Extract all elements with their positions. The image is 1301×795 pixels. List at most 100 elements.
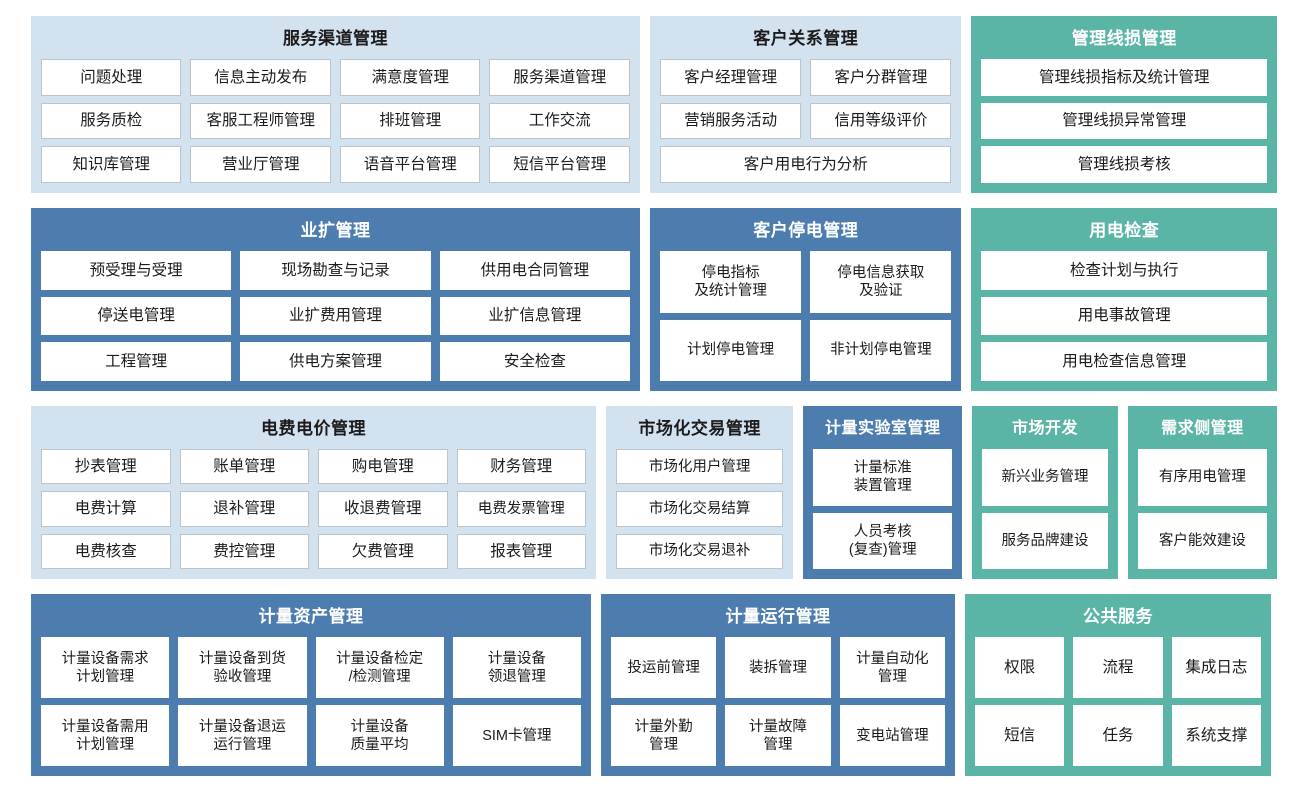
cell-item[interactable]: 用电事故管理 <box>981 296 1267 336</box>
cell-item[interactable]: 权限 <box>975 637 1065 698</box>
cell-item[interactable]: 非计划停电管理 <box>810 319 952 381</box>
cell-item[interactable]: 报表管理 <box>456 533 587 569</box>
cell-item[interactable]: 短信 <box>975 705 1065 766</box>
cell-item[interactable]: 有序用电管理 <box>1137 449 1267 506</box>
panel-title: 管理线损管理 <box>1071 29 1177 48</box>
cell-item[interactable]: 服务渠道管理 <box>489 59 630 96</box>
panel-title: 计量资产管理 <box>258 607 364 626</box>
cell-item[interactable]: 退补管理 <box>179 491 310 527</box>
panel-cell-grid: 客户经理管理 客户分群管理 营销服务活动 信用等级评价 客户用电行为分析 <box>659 59 952 183</box>
panel-metering-asset-management[interactable]: 计量资产管理 计量设备需求 计划管理 计量设备到货 验收管理 计量设备检定 /检… <box>31 594 591 776</box>
cell-item[interactable]: 市场化交易结算 <box>616 491 784 527</box>
cell-item[interactable]: 工作交流 <box>489 102 630 140</box>
panel-cell-grid: 投运前管理 装拆管理 计量自动化 管理 计量外勤 管理 计量故障 管理 变电站管… <box>611 637 945 766</box>
cell-item[interactable]: 供电方案管理 <box>240 342 431 381</box>
panel-business-expansion-management[interactable]: 业扩管理 预受理与受理 现场勘查与记录 供用电合同管理 停送电管理 业扩费用管理… <box>31 208 640 391</box>
cell-item[interactable]: 知识库管理 <box>41 146 182 183</box>
cell-item[interactable]: 业扩费用管理 <box>240 296 431 336</box>
panel-market-transaction-management[interactable]: 市场化交易管理 市场化用户管理 市场化交易结算 市场化交易退补 <box>606 406 794 579</box>
cell-item[interactable]: 计量外勤 管理 <box>611 705 717 766</box>
cell-item[interactable]: 计量故障 管理 <box>725 705 831 766</box>
cell-item[interactable]: 账单管理 <box>179 449 310 485</box>
cell-item[interactable]: 语音平台管理 <box>339 146 481 183</box>
cell-item[interactable]: 客户经理管理 <box>659 59 802 96</box>
cell-item[interactable]: 欠费管理 <box>318 533 448 569</box>
cell-item[interactable]: 信息主动发布 <box>190 59 331 96</box>
cell-item[interactable]: 计划停电管理 <box>659 319 802 381</box>
cell-item[interactable]: 计量设备退运 运行管理 <box>178 705 307 766</box>
cell-item[interactable]: 用电检查信息管理 <box>981 342 1267 381</box>
panel-electricity-fee-price-management[interactable]: 电费电价管理 抄表管理 账单管理 购电管理 财务管理 电费计算 退补管理 收退费… <box>31 406 597 579</box>
panel-customer-outage-management[interactable]: 客户停电管理 停电指标 及统计管理 停电信息获取 及验证 计划停电管理 非计划停… <box>649 208 962 391</box>
cell-item[interactable]: 任务 <box>1073 705 1163 766</box>
cell-item[interactable]: 电费发票管理 <box>456 491 587 527</box>
cell-item[interactable]: 短信平台管理 <box>489 146 630 183</box>
panel-line-loss-management[interactable]: 管理线损管理 管理线损指标及统计管理 管理线损异常管理 管理线损考核 <box>971 16 1277 193</box>
panel-customer-relationship-management[interactable]: 客户关系管理 客户经理管理 客户分群管理 营销服务活动 信用等级评价 客户用电行… <box>649 16 962 193</box>
cell-item[interactable]: 投运前管理 <box>611 637 717 698</box>
cell-item[interactable]: 新兴业务管理 <box>982 449 1108 506</box>
cell-item[interactable]: 信用等级评价 <box>810 102 952 140</box>
cell-item[interactable]: 装拆管理 <box>725 637 831 698</box>
cell-item[interactable]: 人员考核 (复查)管理 <box>813 512 953 569</box>
cell-item[interactable]: 集成日志 <box>1171 637 1261 698</box>
cell-item[interactable]: 管理线损考核 <box>981 146 1267 183</box>
cell-item[interactable]: 计量设备 领退管理 <box>452 637 581 698</box>
panel-service-channel-management[interactable]: 服务渠道管理 问题处理 信息主动发布 满意度管理 服务渠道管理 服务质检 客服工… <box>31 16 640 193</box>
cell-item[interactable]: 停电指标 及统计管理 <box>659 251 802 313</box>
panel-metering-operation-management[interactable]: 计量运行管理 投运前管理 装拆管理 计量自动化 管理 计量外勤 管理 计量故障 … <box>601 594 955 776</box>
cell-item[interactable]: 市场化交易退补 <box>616 533 784 569</box>
cell-item[interactable]: 客服工程师管理 <box>190 102 331 140</box>
cell-item[interactable]: 现场勘查与记录 <box>240 251 431 290</box>
cell-item[interactable]: 流程 <box>1073 637 1163 698</box>
cell-item[interactable]: 电费计算 <box>41 491 171 527</box>
cell-item[interactable]: SIM卡管理 <box>452 705 581 766</box>
cell-item[interactable]: 排班管理 <box>339 102 481 140</box>
panel-metering-laboratory-management[interactable]: 计量实验室管理 计量标准 装置管理 人员考核 (复查)管理 <box>803 406 963 579</box>
cell-item[interactable]: 计量设备需求 计划管理 <box>41 637 170 698</box>
panel-title: 客户停电管理 <box>753 221 859 240</box>
cell-item[interactable]: 变电站管理 <box>839 705 945 766</box>
cell-item[interactable]: 服务质检 <box>41 102 182 140</box>
cell-item[interactable]: 服务品牌建设 <box>982 512 1108 569</box>
cell-item[interactable]: 管理线损指标及统计管理 <box>981 59 1267 96</box>
cell-item[interactable]: 计量设备 质量平均 <box>315 705 444 766</box>
panel-public-service[interactable]: 公共服务 权限 流程 集成日志 短信 任务 系统支撑 <box>965 594 1271 776</box>
cell-item[interactable]: 检查计划与执行 <box>981 251 1267 290</box>
cell-item[interactable]: 计量设备到货 验收管理 <box>178 637 307 698</box>
cell-item[interactable]: 客户能效建设 <box>1137 512 1267 569</box>
cell-item[interactable]: 抄表管理 <box>41 449 171 485</box>
cell-item[interactable]: 财务管理 <box>456 449 587 485</box>
cell-item[interactable]: 营业厅管理 <box>190 146 331 183</box>
cell-item[interactable]: 管理线损异常管理 <box>981 102 1267 140</box>
panel-demand-side-management[interactable]: 需求侧管理 有序用电管理 客户能效建设 <box>1127 406 1277 579</box>
cell-item[interactable]: 客户用电行为分析 <box>659 146 952 183</box>
cell-item[interactable]: 工程管理 <box>41 342 232 381</box>
panel-cell-grid: 预受理与受理 现场勘查与记录 供用电合同管理 停送电管理 业扩费用管理 业扩信息… <box>41 251 630 381</box>
cell-item[interactable]: 计量设备需用 计划管理 <box>41 705 170 766</box>
cell-item[interactable]: 停送电管理 <box>41 296 232 336</box>
cell-item[interactable]: 客户分群管理 <box>810 59 952 96</box>
panel-power-consumption-inspection[interactable]: 用电检查 检查计划与执行 用电事故管理 用电检查信息管理 <box>971 208 1277 391</box>
cell-item[interactable]: 电费核查 <box>41 533 171 569</box>
cell-item[interactable]: 供用电合同管理 <box>439 251 630 290</box>
cell-item[interactable]: 问题处理 <box>41 59 182 96</box>
cell-item[interactable]: 收退费管理 <box>318 491 448 527</box>
cell-item[interactable]: 预受理与受理 <box>41 251 232 290</box>
panel-market-development[interactable]: 市场开发 新兴业务管理 服务品牌建设 <box>972 406 1118 579</box>
cell-item[interactable]: 营销服务活动 <box>659 102 802 140</box>
panel-cell-grid: 计量标准 装置管理 人员考核 (复查)管理 <box>813 449 953 569</box>
cell-item[interactable]: 满意度管理 <box>339 59 481 96</box>
panel-title: 业扩管理 <box>300 221 371 240</box>
cell-item[interactable]: 计量设备检定 /检测管理 <box>315 637 444 698</box>
cell-item[interactable]: 购电管理 <box>318 449 448 485</box>
cell-item[interactable]: 安全检查 <box>439 342 630 381</box>
cell-item[interactable]: 费控管理 <box>179 533 310 569</box>
cell-item[interactable]: 停电信息获取 及验证 <box>810 251 952 313</box>
cell-item[interactable]: 计量自动化 管理 <box>839 637 945 698</box>
cell-item[interactable]: 市场化用户管理 <box>616 449 784 485</box>
cell-item[interactable]: 业扩信息管理 <box>439 296 630 336</box>
diagram-row-2: 业扩管理 预受理与受理 现场勘查与记录 供用电合同管理 停送电管理 业扩费用管理… <box>31 208 1277 391</box>
cell-item[interactable]: 系统支撑 <box>1171 705 1261 766</box>
cell-item[interactable]: 计量标准 装置管理 <box>813 449 953 506</box>
